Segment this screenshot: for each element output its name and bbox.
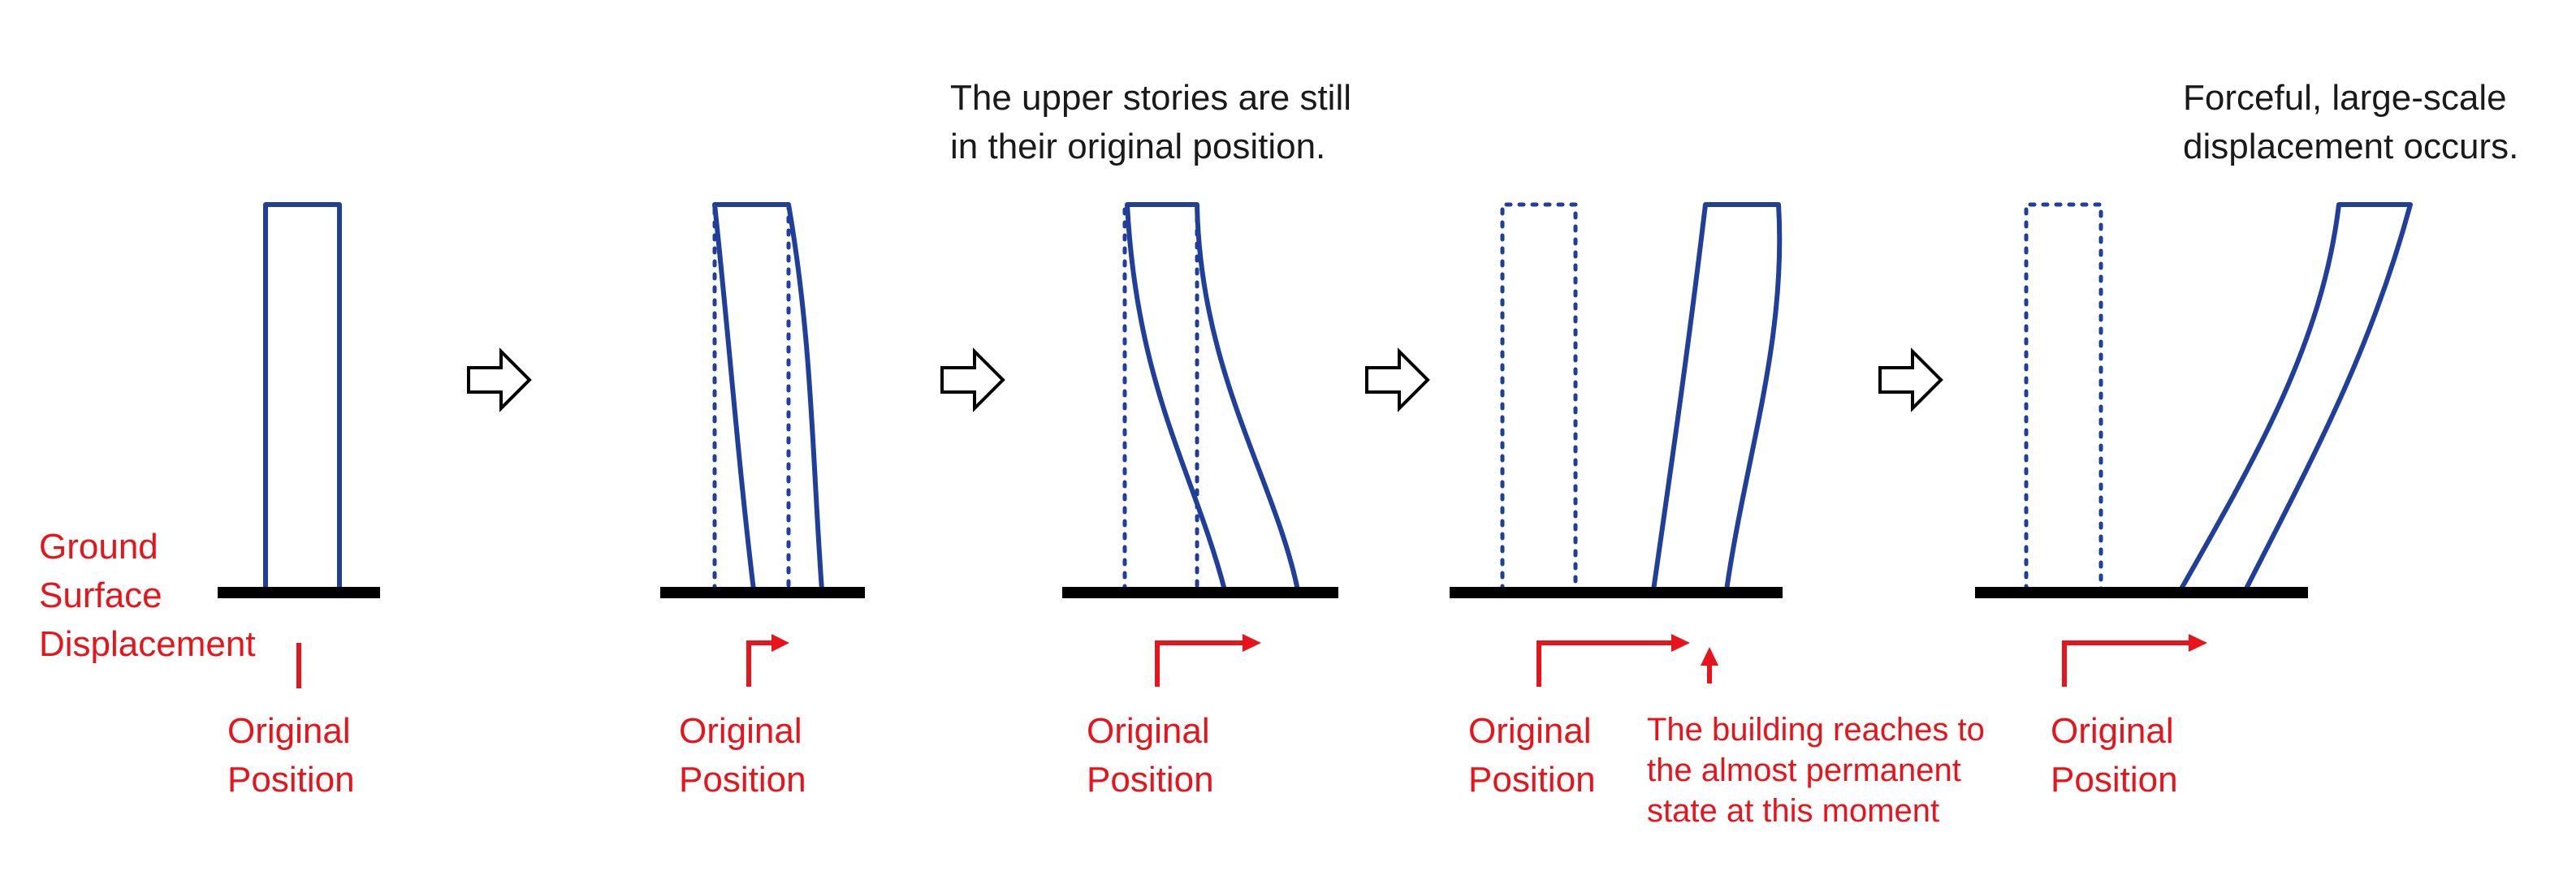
ground-label-line3: Displacement	[39, 624, 256, 664]
ground-label-line1: Ground	[39, 527, 158, 567]
hollow-right-arrow-icon	[467, 347, 532, 412]
stage-3: Original Position	[1062, 202, 1338, 800]
stage-2: Original Position	[660, 202, 865, 800]
original-position-label-line1: Original	[1468, 711, 1592, 751]
ground-shift-arrow	[746, 640, 773, 687]
arrow-head	[772, 634, 789, 652]
arrow-head	[1671, 634, 1690, 652]
upper-stories-note-line1: The upper stories are still	[950, 78, 1351, 118]
ground-shift-arrow	[2062, 640, 2189, 687]
forceful-note-line1: Forceful, large-scale	[2183, 78, 2507, 118]
ground-shift-arrow	[1537, 640, 1671, 687]
original-outline-dotted	[2024, 202, 2103, 593]
original-position-label-line1: Original	[679, 711, 802, 751]
upper-stories-note-line2: in their original position.	[950, 127, 1325, 166]
hollow-right-arrow-icon	[940, 347, 1005, 412]
original-outline-dotted	[1500, 202, 1578, 593]
building-outline	[1651, 202, 1783, 593]
ground-label-line2: Surface	[39, 576, 162, 615]
up-arrow-head	[1701, 647, 1718, 666]
original-position-label-line1: Original	[2051, 711, 2174, 751]
original-outline-dotted	[1122, 202, 1199, 593]
building-outline	[2178, 202, 2413, 593]
ground-shift-arrow	[1155, 640, 1243, 687]
original-position-label-line2: Position	[1468, 760, 1596, 800]
building-outline	[712, 202, 824, 593]
building-outline	[1125, 202, 1300, 593]
stage-4: Original Position The building reaches t…	[1450, 202, 1985, 829]
original-position-label-line2: Position	[679, 760, 806, 800]
original-position-label-line1: Original	[227, 711, 351, 751]
original-position-label-line1: Original	[1087, 711, 1210, 751]
hollow-right-arrow-icon	[1365, 347, 1430, 412]
original-position-label-line2: Position	[227, 760, 355, 800]
arrow-head	[2189, 634, 2207, 652]
permanent-state-note-line2: the almost permanent	[1647, 752, 1961, 788]
original-position-label-line2: Position	[2051, 760, 2178, 800]
original-position-label-line2: Position	[1087, 760, 1214, 800]
original-outline-dotted	[712, 202, 791, 593]
permanent-state-note-line3: state at this moment	[1647, 793, 1939, 829]
stage-1: Original Position	[218, 202, 380, 800]
stage-5: Original Position	[1975, 202, 2413, 800]
building-outline	[263, 202, 342, 593]
arrow-head	[1243, 634, 1261, 652]
hollow-right-arrow-icon	[1878, 347, 1943, 412]
forceful-note-line2: displacement occurs.	[2183, 127, 2518, 166]
permanent-state-note-line1: The building reaches to	[1647, 712, 1985, 748]
